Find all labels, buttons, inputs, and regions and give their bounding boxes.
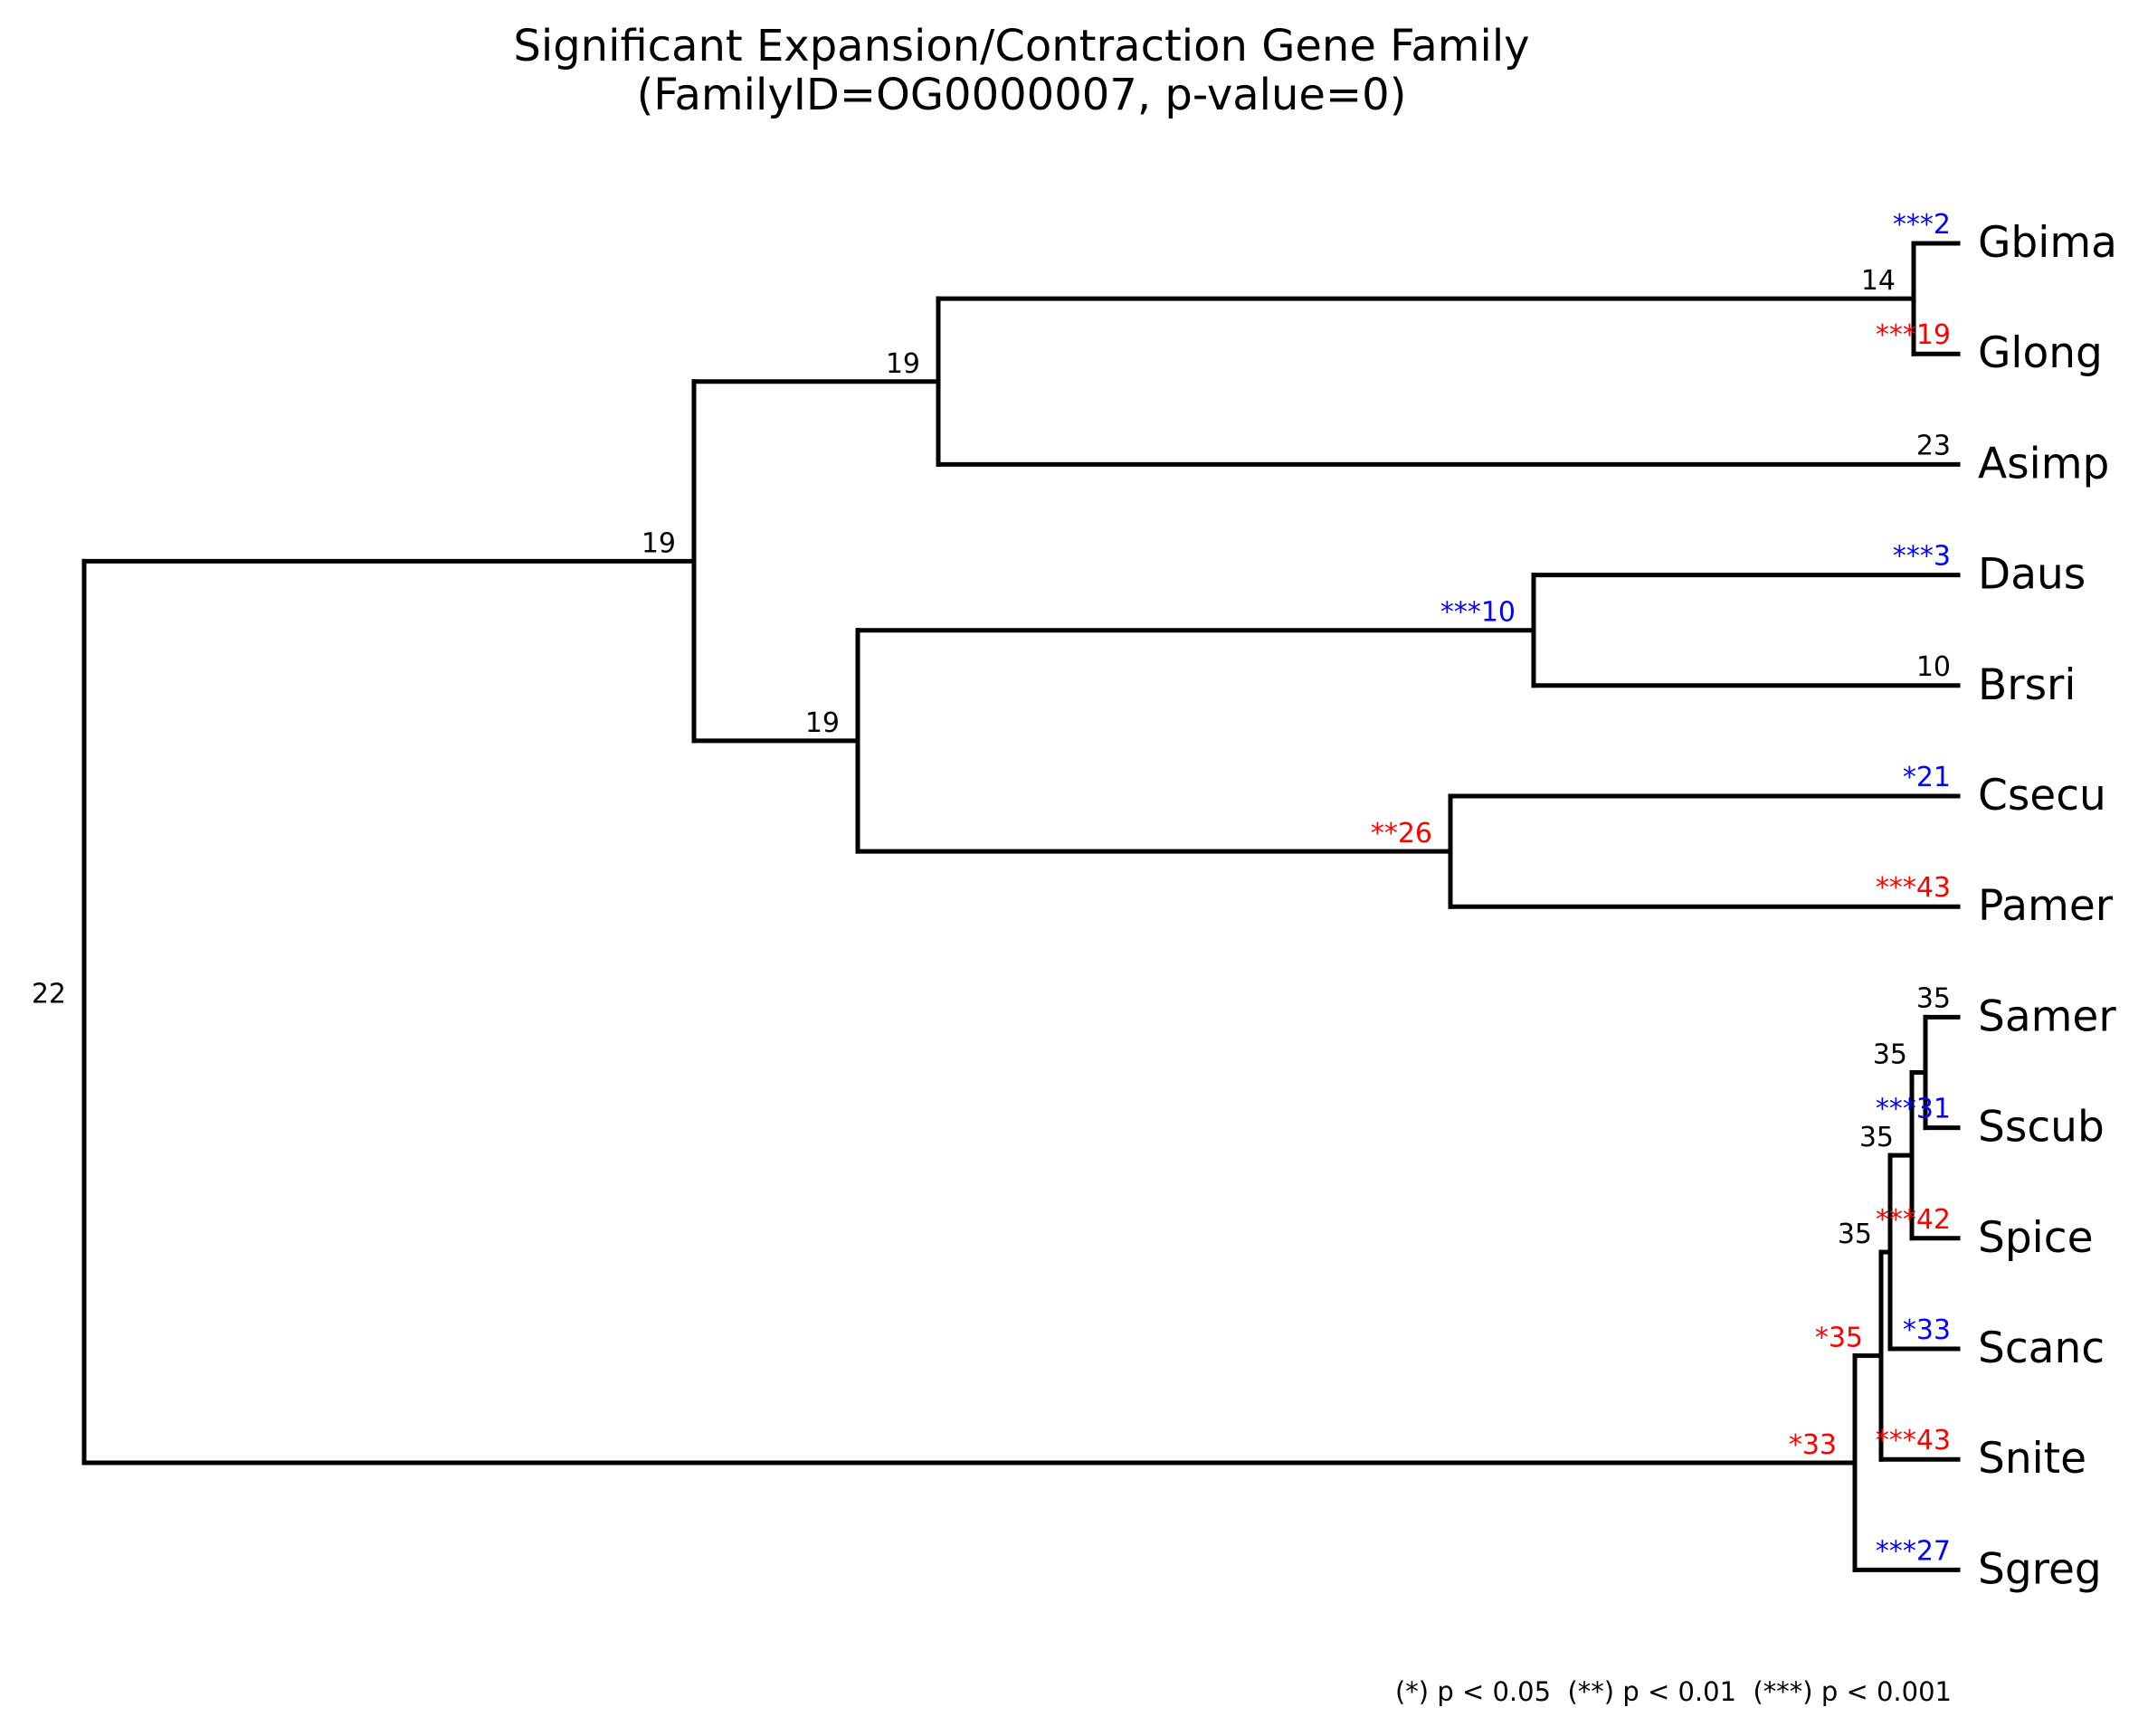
leaf-count-label: ***43	[1876, 1425, 1951, 1456]
figure-title-line2: (FamilyID=OG0000007, p-value=0)	[636, 70, 1407, 120]
leaf-name-Glong: Glong	[1978, 328, 2103, 378]
leaf-count-label: ***31	[1876, 1094, 1951, 1125]
leaf-name-Sscub: Sscub	[1978, 1103, 2105, 1153]
leaf-name-Pamer: Pamer	[1978, 881, 2114, 931]
node-count-label: 19	[805, 707, 840, 739]
leaf-count-label: *33	[1903, 1314, 1951, 1346]
node-count-label: *35	[1815, 1323, 1863, 1354]
node-count-label: 35	[1859, 1122, 1894, 1153]
node-count-label: 19	[886, 348, 920, 380]
significance-legend: (*) p < 0.05 (**) p < 0.01 (***) p < 0.0…	[1394, 1676, 1952, 1707]
node-count-label: 22	[32, 979, 66, 1010]
leaf-name-Daus: Daus	[1978, 550, 2086, 600]
node-count-label: 35	[1838, 1219, 1872, 1250]
node-count-label: 14	[1861, 265, 1896, 297]
leaf-count-label: 23	[1916, 430, 1951, 461]
figure-title-line1: Significant Expansion/Contraction Gene F…	[513, 21, 1530, 71]
figure-title: Significant Expansion/Contraction Gene F…	[0, 22, 2043, 119]
leaf-count-label: ***3	[1893, 541, 1951, 573]
leaf-name-Samer: Samer	[1978, 991, 2116, 1041]
leaf-count-label: ***27	[1876, 1535, 1951, 1567]
node-count-label: *33	[1789, 1429, 1837, 1461]
leaf-count-label: 10	[1916, 651, 1951, 683]
leaf-count-label: ***43	[1876, 872, 1951, 904]
leaf-count-label: ***42	[1876, 1204, 1951, 1236]
node-count-label: 35	[1873, 1039, 1907, 1071]
leaf-name-Gbima: Gbima	[1978, 218, 2117, 268]
leaf-count-label: ***2	[1893, 209, 1951, 241]
leaf-count-label: 35	[1916, 982, 1951, 1014]
leaf-name-Scanc: Scanc	[1978, 1323, 2105, 1373]
leaf-count-label: ***19	[1876, 319, 1951, 351]
node-count-label: ***10	[1440, 597, 1516, 629]
leaf-name-Sgreg: Sgreg	[1978, 1544, 2102, 1594]
node-count-label: **26	[1371, 818, 1432, 849]
leaf-name-Asimp: Asimp	[1978, 439, 2109, 489]
leaf-name-Csecu: Csecu	[1978, 771, 2106, 821]
leaf-name-Snite: Snite	[1978, 1434, 2086, 1484]
leaf-count-label: *21	[1903, 762, 1951, 793]
leaf-name-Spice: Spice	[1978, 1213, 2093, 1263]
leaf-name-Brsri: Brsri	[1978, 660, 2076, 710]
node-count-label: 19	[642, 527, 676, 559]
